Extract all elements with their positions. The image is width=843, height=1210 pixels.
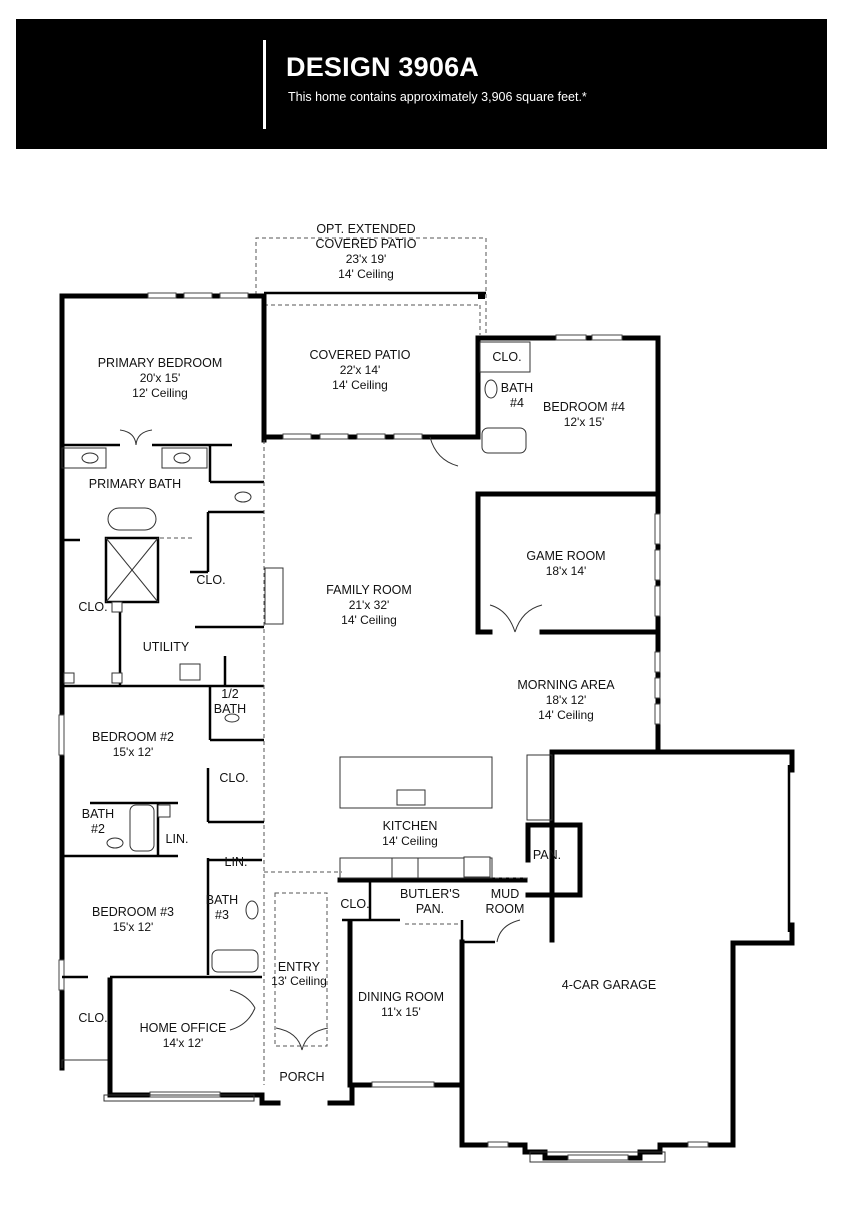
primary-bath-label: PRIMARY BATH [89, 477, 181, 491]
entry-ceiling: 13' Ceiling [271, 974, 327, 988]
home-office-label: HOME OFFICE [140, 1021, 227, 1035]
porch-label: PORCH [279, 1070, 324, 1084]
game-room-size: 18'x 14' [546, 564, 587, 578]
covered-patio-label: COVERED PATIO [310, 348, 411, 362]
opt-patio-size: 23'x 19' [346, 252, 387, 266]
butlers-pantry-label-2: PAN. [416, 902, 444, 916]
kitchen-ceiling: 14' Ceiling [382, 834, 438, 848]
interior-walls [62, 440, 583, 1085]
home-office-size: 14'x 12' [163, 1036, 204, 1050]
mud-room-label: MUD [491, 887, 519, 901]
primary-bedroom-ceiling: 12' Ceiling [132, 386, 188, 400]
clo-primary-a-label: CLO. [196, 573, 225, 587]
bath3-label-2: #3 [215, 908, 229, 922]
kitchen-label: KITCHEN [383, 819, 438, 833]
square-footage-note: This home contains approximately 3,906 s… [288, 90, 587, 104]
windows [58, 292, 709, 1163]
bedroom4-size: 12'x 15' [564, 415, 605, 429]
bath2-label: BATH [82, 807, 114, 821]
primary-bedroom-label: PRIMARY BEDROOM [98, 356, 223, 370]
bedroom3-label: BEDROOM #3 [92, 905, 174, 919]
morning-area-size: 18'x 12' [546, 693, 587, 707]
opt-patio-label-2: COVERED PATIO [316, 237, 417, 251]
half-bath-label-2: BATH [214, 702, 246, 716]
clo-primary-b-label: CLO. [78, 600, 107, 614]
dining-room-size: 11'x 15' [381, 1005, 421, 1019]
mud-room-label-2: ROOM [486, 902, 525, 916]
header-divider [263, 40, 266, 129]
pantry-label: PAN. [533, 848, 561, 862]
bath4-label: BATH [501, 381, 533, 395]
utility-label: UTILITY [143, 640, 190, 654]
butlers-pantry-label: BUTLER'S [400, 887, 460, 901]
clo-bath4-label: CLO. [492, 350, 521, 364]
garage-label: 4-CAR GARAGE [562, 978, 656, 992]
bedroom3-size: 15'x 12' [113, 920, 154, 934]
clo-bed3-label: CLO. [78, 1011, 107, 1025]
clo-bed2-label: CLO. [219, 771, 248, 785]
primary-bedroom-size: 20'x 15' [140, 371, 181, 385]
opt-extended-patio-outline [255, 237, 487, 335]
bath2-label-2: #2 [91, 822, 105, 836]
fixtures [61, 341, 531, 920]
bedroom2-label: BEDROOM #2 [92, 730, 174, 744]
covered-patio-ceiling: 14' Ceiling [332, 378, 388, 392]
entry-label: ENTRY [278, 960, 321, 974]
lin-hall-label: LIN. [225, 855, 248, 869]
covered-patio-size: 22'x 14' [340, 363, 381, 377]
design-title: DESIGN 3906A [286, 52, 479, 82]
bath4-label-2: #4 [510, 396, 524, 410]
opt-patio-ceiling: 14' Ceiling [338, 267, 394, 281]
opt-patio-label: OPT. EXTENDED [316, 222, 415, 236]
bedroom2-size: 15'x 12' [113, 745, 154, 759]
dining-room-label: DINING ROOM [358, 990, 444, 1004]
game-room-label: GAME ROOM [526, 549, 605, 563]
clo-entry-label: CLO. [340, 897, 369, 911]
room-labels: OPT. EXTENDED COVERED PATIO 23'x 19' 14'… [78, 222, 656, 1084]
family-room-ceiling: 14' Ceiling [341, 613, 397, 627]
bedroom4-label: BEDROOM #4 [543, 400, 625, 414]
morning-area-label: MORNING AREA [517, 678, 615, 692]
doors [119, 429, 543, 1051]
morning-area-ceiling: 14' Ceiling [538, 708, 594, 722]
half-bath-label: 1/2 [221, 687, 238, 701]
family-room-label: FAMILY ROOM [326, 583, 412, 597]
family-room-size: 21'x 32' [349, 598, 390, 612]
lin-bath2-label: LIN. [166, 832, 189, 846]
header-banner: DESIGN 3906A This home contains approxim… [16, 19, 827, 149]
bath3-label: BATH [206, 893, 238, 907]
